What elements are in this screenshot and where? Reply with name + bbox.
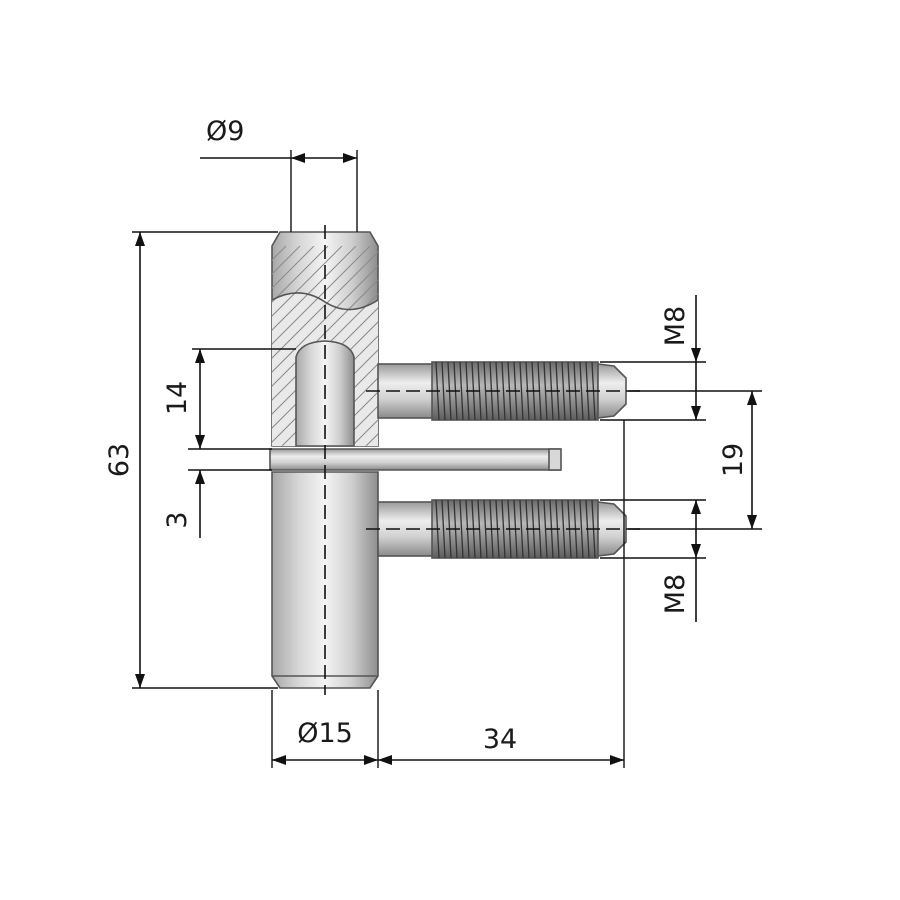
pin-diameter-label: Ø9 [206,116,244,147]
section-break-line [271,292,379,311]
dim-pin-length: 14 [162,348,296,450]
thread-top-label: M8 [660,306,691,346]
center-lines [324,225,640,695]
overall-height-label: 63 [104,443,135,477]
hinge-part [269,231,627,689]
screw-spacing-label: 19 [718,443,749,477]
pin-length-label: 14 [162,381,193,415]
dim-overall-height: 63 [104,231,278,689]
body-diameter-label: Ø15 [297,718,353,749]
thread-bottom-label: M8 [660,574,691,614]
dim-plate-thickness: 3 [162,469,272,538]
dim-pin-diameter: Ø9 [200,116,358,232]
dim-thread-top: M8 [600,295,706,421]
hinge-plate [269,448,561,471]
dim-screw-spacing: 19 [628,390,762,530]
screw-offset-label: 34 [483,724,517,755]
dim-body-diameter: Ø15 [271,690,379,768]
dim-thread-bottom: M8 [600,499,706,622]
dim-screw-offset: 34 [378,420,625,768]
plate-tip [548,448,562,471]
plate-thickness-label: 3 [162,511,193,528]
